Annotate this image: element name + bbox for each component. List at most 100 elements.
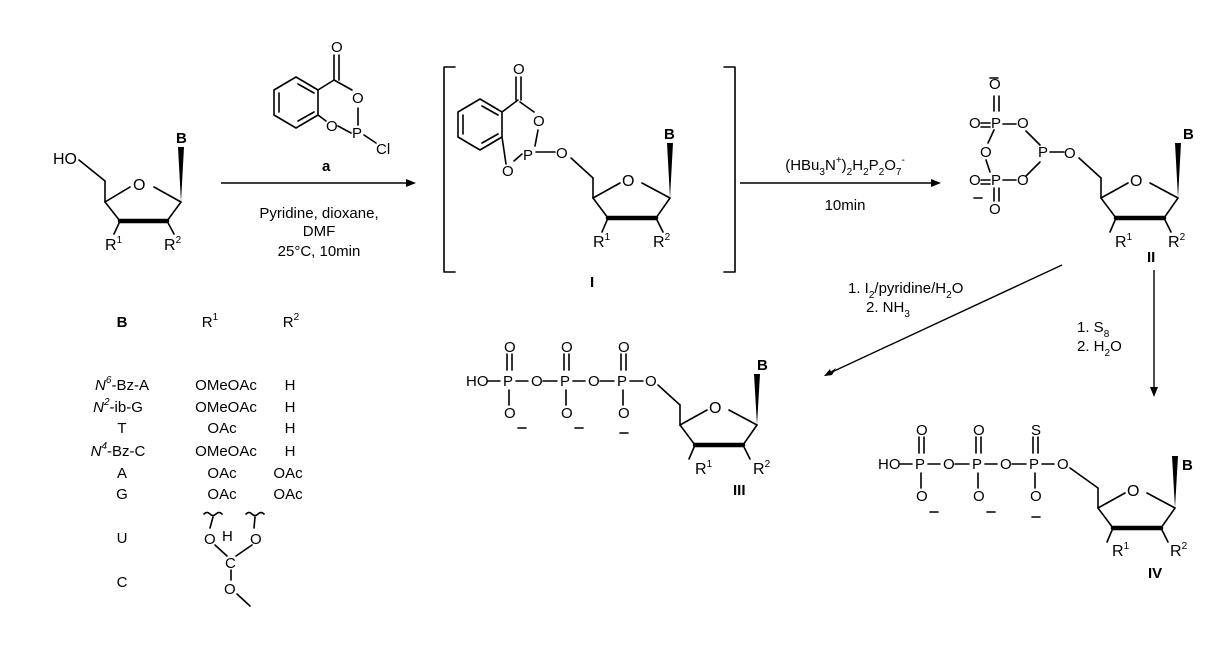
oxo-oxygen-2: O: [973, 422, 985, 439]
step1-condition-1: Pyridine, dioxane,: [259, 205, 378, 222]
product-IV-structure: HO P O O O P O O O P S O O O: [878, 422, 1193, 560]
step4-condition-2: 2. H2O: [1077, 338, 1122, 359]
phosphorus-1: P: [503, 373, 513, 390]
orthoester-oxygen-bottom: O: [224, 581, 236, 598]
table-row: C: [117, 574, 128, 591]
r1-label: R1: [593, 232, 611, 251]
substituent-table: B R1 R2 N6-Bz-A OMeOAc H N2-ib-G OMeOAc …: [91, 312, 303, 607]
table-cell-r1: OAc: [207, 465, 237, 482]
bridge-oxygen-2: O: [1017, 172, 1029, 189]
oxide-oxygen-1: O: [504, 405, 516, 422]
phosphorus-1: P: [991, 115, 1001, 132]
r2-label: R2: [653, 232, 671, 251]
step1-condition-2: DMF: [303, 223, 336, 240]
table-row: N6-Bz-A OMeOAc H: [95, 375, 295, 394]
orthoester-oxygen-right: O: [250, 531, 262, 548]
oxo-oxygen-1: O: [969, 115, 981, 132]
table-header-r1: R1: [202, 312, 219, 331]
carbonyl-oxygen: O: [331, 39, 343, 56]
ring-oxygen-2: O: [326, 118, 338, 135]
table-cell-r2: H: [285, 420, 296, 437]
step2-reagent: (HBu3N+)2H2P2O7-: [785, 155, 905, 178]
base-label: B: [176, 130, 187, 147]
step3-arrow: [824, 264, 1063, 376]
step3-condition-2: 2. NH3: [866, 299, 910, 320]
linker-oxygen: O: [645, 373, 657, 390]
thio-sulfur: S: [1031, 422, 1041, 439]
linker-oxygen: O: [1064, 145, 1076, 162]
product-III-structure: HO P O O O P O O O P O O O O: [466, 339, 771, 478]
bridge-oxygen-1: O: [1017, 115, 1029, 132]
oxo-oxygen-1: O: [504, 339, 516, 356]
r1-label: R1: [1112, 541, 1130, 560]
product-III-label: III: [733, 482, 746, 499]
table-header-r2: R2: [283, 312, 300, 331]
intermediate-II-structure: O O P O P O O P O O O O: [969, 76, 1194, 251]
oxide-oxygen-3: O: [1030, 488, 1042, 505]
r1-label: R1: [695, 459, 713, 478]
ring-oxygen: O: [1127, 483, 1139, 500]
table-cell-r1: OAc: [207, 420, 237, 437]
bridge-oxygen-1: O: [943, 456, 955, 473]
r2-label: R2: [1170, 541, 1188, 560]
step3-condition-1: 1. I2/pyridine/H2O: [848, 280, 963, 301]
oxide-oxygen-1: O: [916, 488, 928, 505]
phosphorus: P: [523, 147, 533, 164]
table-row: N2-ib-G OMeOAc H: [93, 397, 295, 416]
base-label: B: [1182, 457, 1193, 474]
step1-arrow: [221, 179, 416, 187]
step1-condition-3: 25°C, 10min: [278, 243, 361, 260]
hydroxyl-label: HO: [53, 151, 77, 168]
base-label: B: [664, 126, 675, 143]
r1-label: R1: [1115, 232, 1133, 251]
oxo-oxygen-2: O: [561, 339, 573, 356]
ring-oxygen-2: O: [502, 163, 514, 180]
table-cell-b: C: [117, 574, 128, 591]
table-cell-r1: OMeOAc: [195, 377, 257, 394]
step4-condition-1: 1. S8: [1077, 319, 1110, 340]
table-cell-b: U: [117, 530, 128, 547]
ring-oxygen-1: O: [352, 90, 364, 107]
bridge-oxygen-2: O: [588, 373, 600, 390]
r1-label: R1: [105, 235, 123, 254]
reagent-a-structure: O O P Cl O a: [273, 39, 390, 175]
table-cell-r2: H: [285, 443, 296, 460]
base-label: B: [1183, 126, 1194, 143]
ring-oxygen: O: [622, 173, 634, 190]
oxide-oxygen-2: O: [561, 405, 573, 422]
oxo-oxygen-2: O: [969, 172, 981, 189]
ring-oxygen: O: [1130, 173, 1142, 190]
table-cell-r2: OAc: [273, 465, 303, 482]
table-cell-r1: OMeOAc: [195, 443, 257, 460]
chlorine: Cl: [376, 141, 390, 158]
oxide-oxygen-3: O: [618, 405, 630, 422]
product-IV-label: IV: [1148, 565, 1162, 582]
linker-oxygen: O: [556, 145, 568, 162]
oxo-oxygen-1: O: [916, 422, 928, 439]
step2-arrow: [740, 179, 941, 187]
bridge-oxygen-2: O: [1000, 456, 1012, 473]
table-cell-r2: H: [285, 399, 296, 416]
table-row: T OAc H: [117, 420, 295, 437]
intermediate-II-label: II: [1147, 249, 1155, 266]
orthoester-structure: O O H C O: [203, 511, 265, 607]
table-cell-r2: OAc: [273, 486, 303, 503]
oxo-oxygen-3: O: [618, 339, 630, 356]
table-cell-b: N4-Bz-C: [91, 441, 146, 460]
r2-label: R2: [1168, 232, 1186, 251]
ring-oxygen-1: O: [533, 113, 545, 130]
step2-time: 10min: [825, 197, 866, 214]
phosphorus-2: P: [1038, 144, 1048, 161]
phosphorus-2: P: [560, 373, 570, 390]
step4-arrow: [1150, 270, 1158, 397]
table-cell-b: N6-Bz-A: [95, 375, 149, 394]
table-cell-r2: H: [285, 377, 296, 394]
orthoester-hydrogen: H: [222, 528, 233, 545]
phosphorus-2: P: [972, 456, 982, 473]
ring-oxygen: O: [133, 177, 145, 194]
table-cell-b: G: [116, 486, 128, 503]
table-row: U: [117, 530, 128, 547]
bridge-oxygen-1: O: [531, 373, 543, 390]
oxide-oxygen-2: O: [973, 488, 985, 505]
